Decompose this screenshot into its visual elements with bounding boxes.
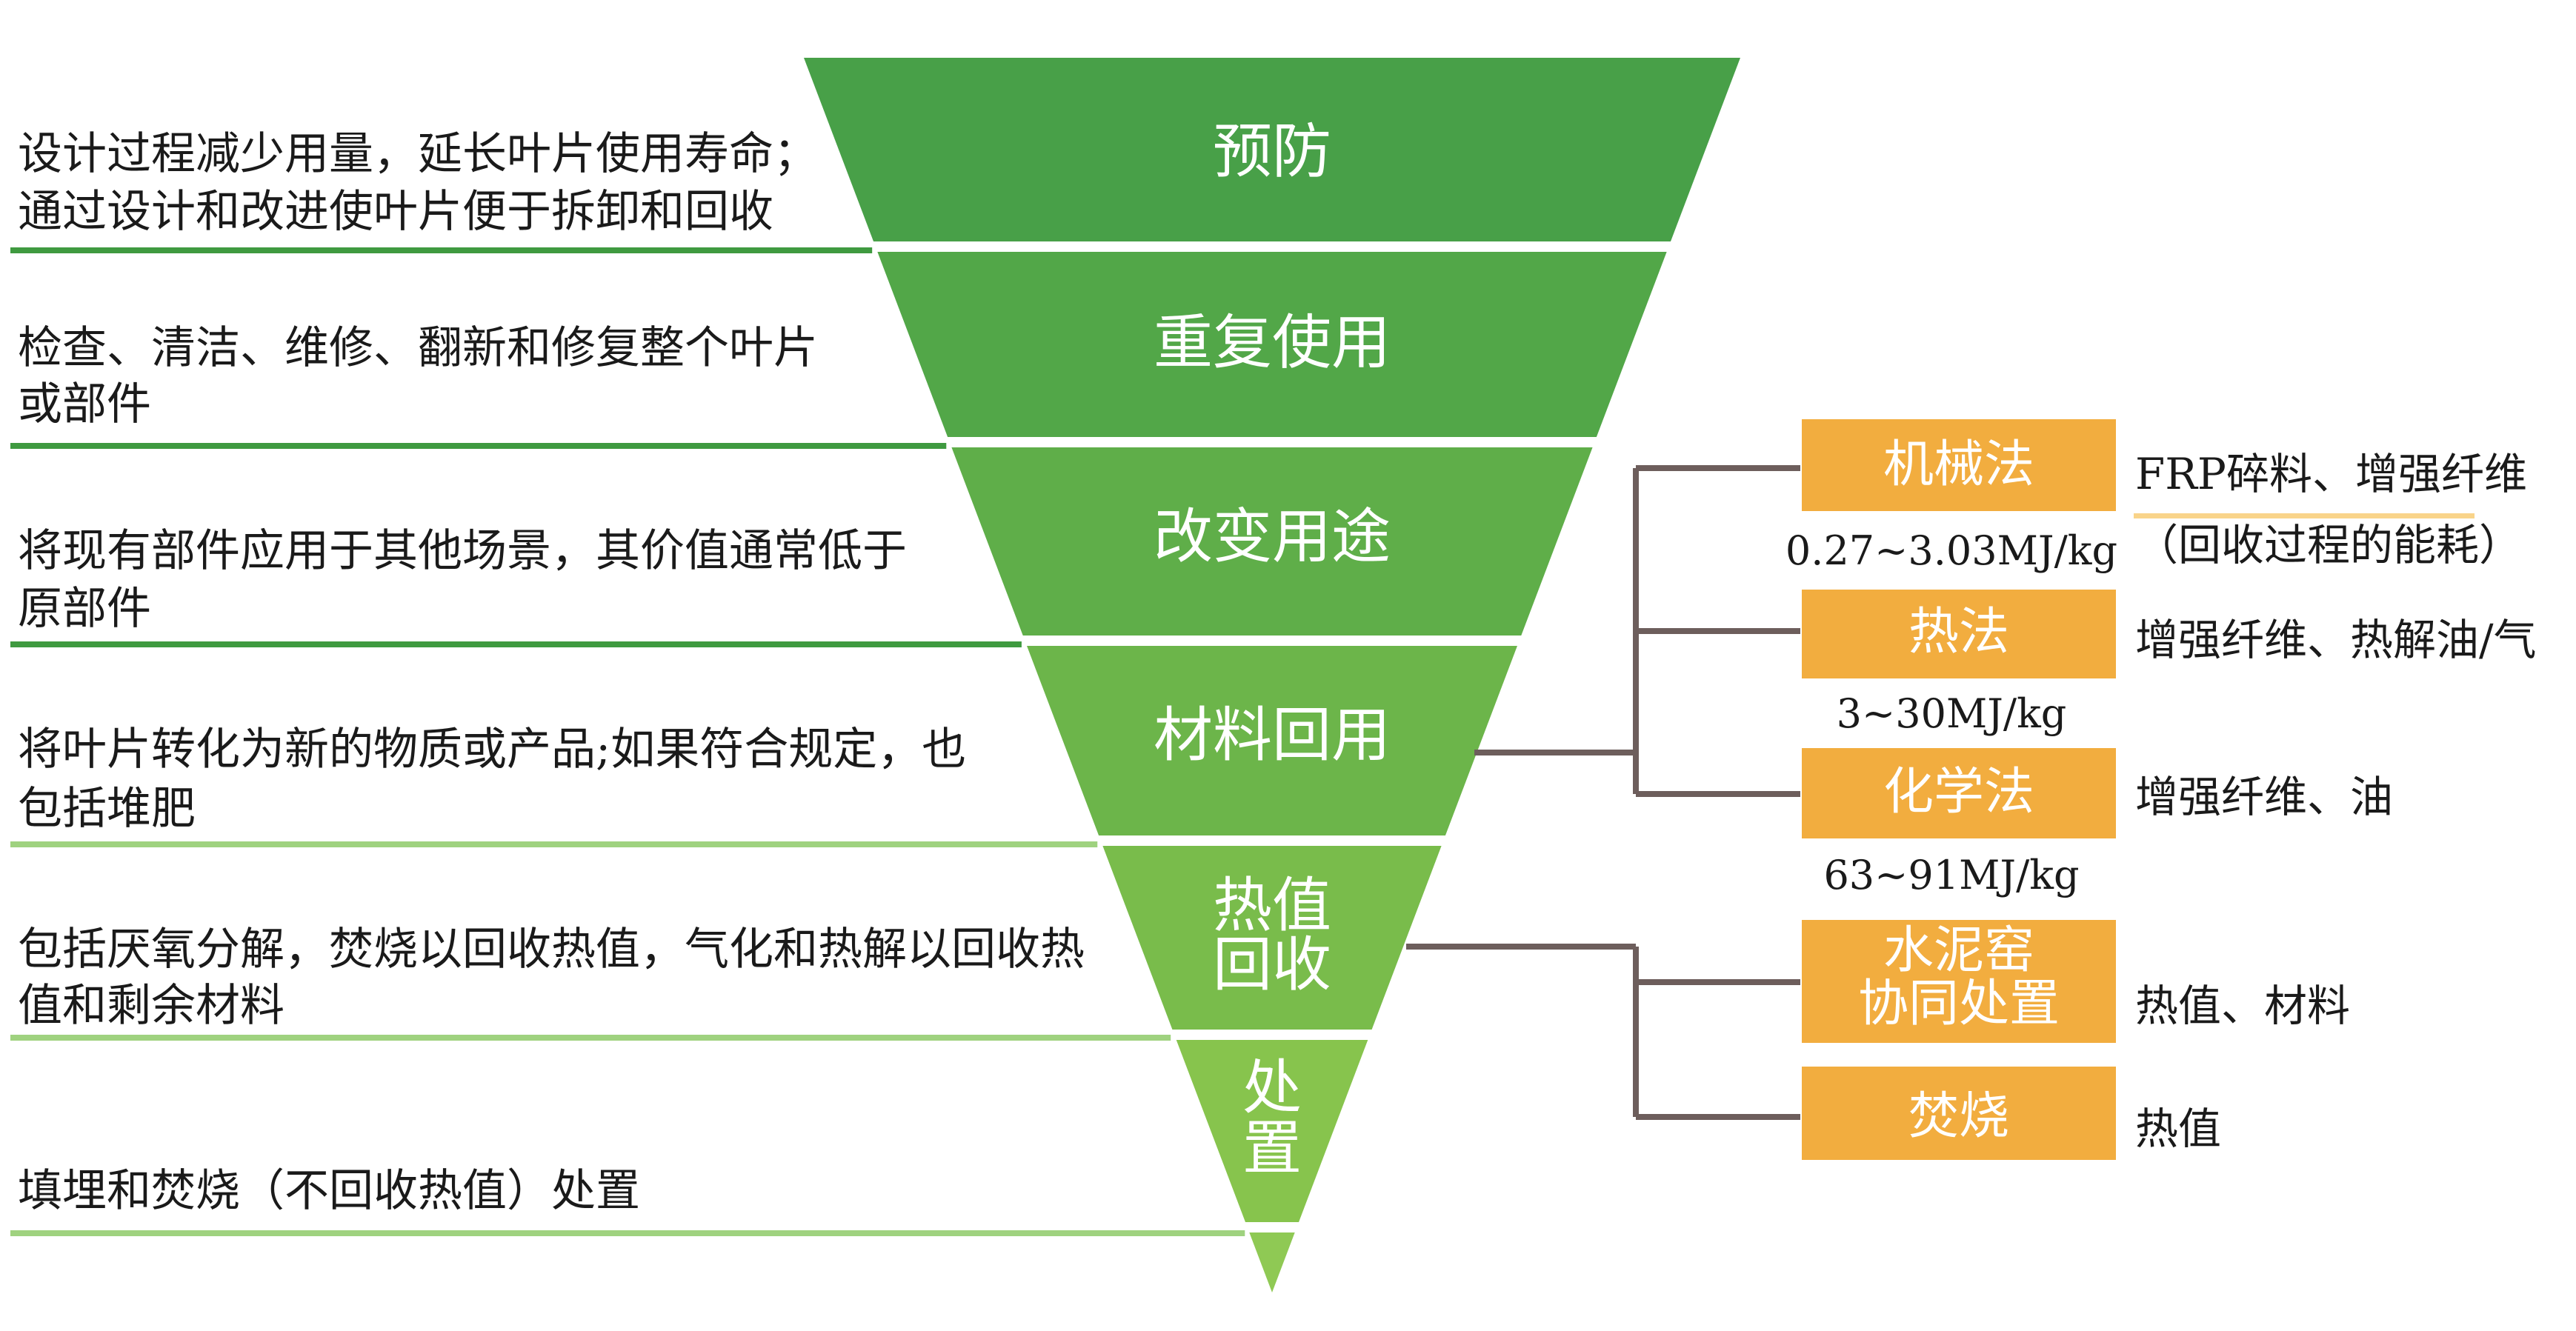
level-description: 原部件 — [18, 583, 151, 635]
method-label: 水泥窑 — [1883, 921, 2034, 980]
pyramid-level-label: 预防 — [1213, 117, 1331, 186]
level-description: 设计过程减少用量，延长叶片使用寿命； — [18, 128, 818, 180]
method-box — [1802, 748, 2116, 838]
pyramid-level-label: 重复使用 — [1154, 308, 1391, 377]
description-underline — [10, 841, 1098, 847]
level-description: 包括堆肥 — [18, 783, 196, 835]
pyramid-apex — [1249, 1232, 1295, 1292]
method-box — [1802, 590, 2116, 678]
pyramid-level-label: 置 — [1242, 1114, 1302, 1183]
level-description: 包括厌氧分解，焚烧以回收热值，气化和热解以回收热 — [18, 924, 1085, 975]
pyramid-level-1 — [804, 58, 1740, 241]
method-label: 热法 — [1908, 603, 2009, 661]
level-description: 检查、清洁、维修、翻新和修复整个叶片 — [18, 322, 818, 374]
level-description: 将叶片转化为新的物质或产品;如果符合规定，也 — [18, 724, 966, 775]
method-product: 热值、材料 — [2135, 981, 2350, 1031]
method-box — [1802, 920, 2116, 1043]
method-label: 协同处置 — [1858, 975, 2060, 1033]
pyramid-level-label: 热值 — [1213, 871, 1331, 940]
level-description: 将现有部件应用于其他场景，其价值通常低于 — [18, 525, 907, 577]
energy-consumption: 63~91MJ/kg — [1823, 852, 2079, 898]
method-product: （回收过程的能耗） — [2135, 520, 2522, 570]
method-product: 热值 — [2135, 1104, 2221, 1154]
pyramid-level-5 — [1102, 846, 1442, 1030]
level-description: 通过设计和改进使叶片便于拆卸和回收 — [18, 186, 773, 238]
description-underline — [10, 443, 947, 449]
level-description: 值和剩余材料 — [18, 980, 284, 1032]
description-underline — [10, 641, 1022, 647]
pyramid-level-label: 材料回用 — [1154, 701, 1391, 770]
pyramid-level-label: 处 — [1242, 1053, 1302, 1122]
pyramid-level-2 — [877, 252, 1667, 437]
method-label: 焚烧 — [1908, 1087, 2009, 1146]
method-product: 增强纤维、热解油/气 — [2135, 615, 2537, 665]
method-box — [1802, 419, 2116, 511]
description-underline — [10, 1035, 1171, 1041]
description-underline — [10, 247, 873, 253]
description-underline — [10, 1230, 1245, 1236]
pyramid-level-label: 改变用途 — [1154, 502, 1391, 571]
pyramid-level-6 — [1176, 1040, 1368, 1222]
level-description: 填埋和焚烧（不回收热值）处置 — [18, 1165, 640, 1217]
level-description: 或部件 — [18, 378, 151, 430]
method-product: FRP碎料、增强纤维 — [2135, 449, 2527, 499]
method-label: 机械法 — [1883, 436, 2034, 494]
product-underline — [2134, 513, 2475, 518]
method-label: 化学法 — [1883, 763, 2034, 821]
method-box — [1802, 1067, 2116, 1160]
energy-consumption: 3~30MJ/kg — [1837, 690, 2067, 737]
pyramid-level-4 — [1027, 646, 1517, 835]
energy-consumption: 0.27~3.03MJ/kg — [1785, 527, 2117, 574]
pyramid-level-3 — [951, 447, 1593, 636]
method-product: 增强纤维、油 — [2135, 772, 2393, 822]
pyramid-level-label: 回收 — [1213, 930, 1331, 999]
